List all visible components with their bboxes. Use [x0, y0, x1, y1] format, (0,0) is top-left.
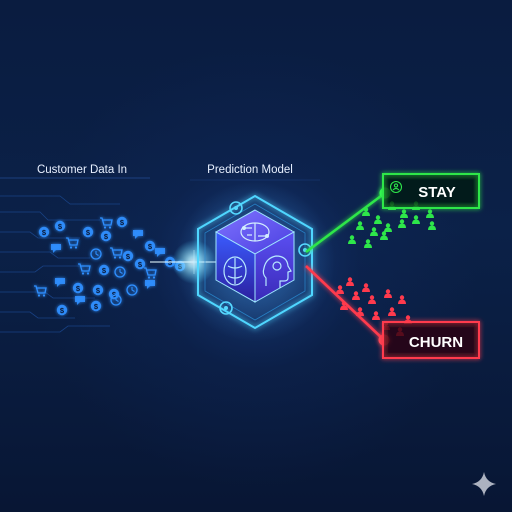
cube-right-face	[254, 231, 295, 303]
svg-text:$: $	[148, 242, 153, 251]
shopping-cart-icon	[110, 247, 123, 259]
svg-text:$: $	[86, 228, 91, 237]
dollar-icon: $	[144, 240, 156, 252]
person-icon	[412, 215, 420, 224]
dollar-icon: $	[72, 282, 84, 294]
person-icon	[352, 291, 360, 300]
prediction-model	[175, 182, 335, 342]
model-hexagon-outer	[197, 194, 313, 330]
person-icon	[398, 295, 406, 304]
stay-label: STAY	[382, 173, 480, 209]
svg-text:$: $	[96, 286, 101, 295]
svg-text:$: $	[104, 232, 109, 241]
dollar-icon: $	[100, 230, 112, 242]
stay-text: STAY	[418, 184, 456, 201]
person-icon	[398, 219, 406, 228]
dollar-icon: $	[38, 226, 50, 238]
chat-bubble-icon	[75, 296, 85, 305]
shopping-cart-icon	[100, 217, 113, 229]
dollar-icon: $	[98, 264, 110, 276]
shopping-cart-icon	[78, 263, 91, 275]
person-icon	[374, 215, 382, 224]
clock-icon	[126, 284, 138, 296]
person-icon	[362, 283, 370, 292]
person-icon	[368, 295, 376, 304]
person-icon	[428, 221, 436, 230]
sparkle-icon	[472, 472, 496, 496]
person-icon	[356, 221, 364, 230]
brain-circuit-icon	[240, 222, 270, 242]
svg-text:$: $	[102, 266, 107, 275]
person-icon	[336, 285, 344, 294]
churn-text: CHURN	[409, 334, 463, 351]
chat-bubble-icon	[155, 248, 165, 257]
dollar-icon: $	[54, 220, 66, 232]
clock-icon	[90, 248, 102, 260]
dollar-icon: $	[116, 216, 128, 228]
svg-text:$: $	[76, 284, 81, 293]
brain-icon	[223, 256, 247, 286]
svg-text:$: $	[94, 302, 99, 311]
dollar-icon: $	[82, 226, 94, 238]
svg-text:$: $	[138, 260, 143, 269]
chat-bubble-icon	[51, 244, 61, 253]
circuit-traces	[0, 195, 120, 333]
dollar-icon: $	[134, 258, 146, 270]
person-icon	[372, 311, 380, 320]
model-heading: Prediction Model	[207, 164, 293, 176]
dollar-icon: $	[56, 304, 68, 316]
dollar-icon: $	[122, 250, 134, 262]
person-icon	[388, 307, 396, 316]
person-icon	[426, 209, 434, 218]
gear-icon	[219, 301, 233, 315]
person-icon	[346, 277, 354, 286]
person-icon	[340, 301, 348, 310]
dollar-icon: $	[108, 288, 120, 300]
churn-label: CHURN	[382, 321, 480, 359]
svg-text:$: $	[126, 252, 131, 261]
person-icon	[380, 231, 388, 240]
chat-bubble-icon	[55, 278, 65, 287]
clock-icon	[110, 294, 122, 306]
chat-bubble-icon	[133, 230, 143, 239]
person-icon	[389, 180, 403, 194]
dollar-icon: $	[92, 284, 104, 296]
svg-text:$: $	[42, 228, 47, 237]
model-hexagon-inner	[204, 203, 306, 321]
churn-box	[382, 321, 480, 359]
shopping-cart-icon	[144, 267, 157, 279]
input-heading: Customer Data In	[37, 164, 127, 176]
person-icon	[384, 289, 392, 298]
person-icon	[400, 209, 408, 218]
chat-bubble-icon	[145, 280, 155, 289]
person-icon	[348, 235, 356, 244]
person-icon	[362, 207, 370, 216]
gear-icon	[229, 201, 243, 215]
svg-text:$: $	[120, 218, 125, 227]
dollar-icon: $	[90, 300, 102, 312]
person-icon	[356, 307, 364, 316]
person-icon	[370, 227, 378, 236]
svg-text:$: $	[112, 290, 117, 299]
shopping-cart-icon	[34, 285, 47, 297]
svg-text:$: $	[60, 306, 65, 315]
shopping-cart-icon	[66, 237, 79, 249]
svg-text:$: $	[58, 222, 63, 231]
person-icon	[364, 239, 372, 248]
clock-icon	[114, 266, 126, 278]
head-profile-icon	[262, 255, 292, 288]
person-icon	[384, 223, 392, 232]
